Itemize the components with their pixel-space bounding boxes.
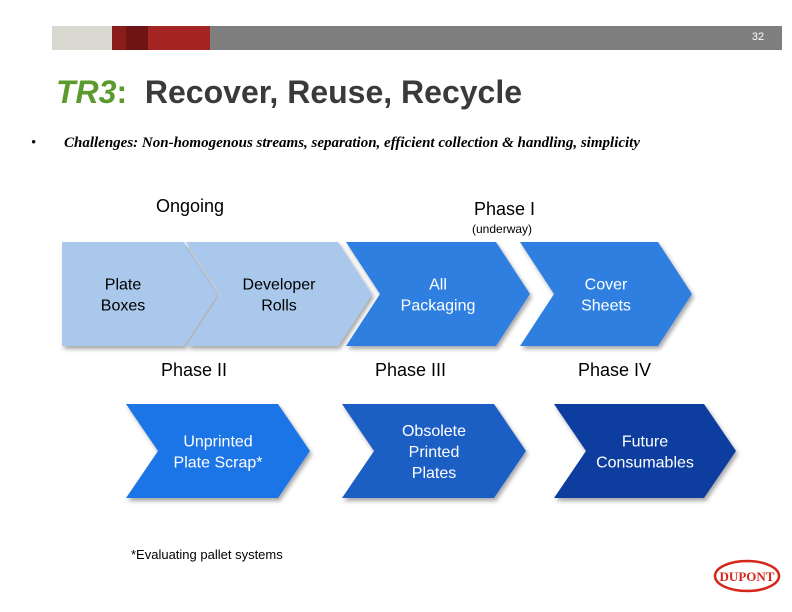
chevron-row1-3: [346, 242, 530, 346]
slide-title: TR3: Recover, Reuse, Recycle: [56, 74, 522, 111]
title-colon: :: [116, 74, 128, 110]
label-phase-3: Phase III: [375, 360, 447, 380]
label-phase-2: Phase II: [161, 360, 228, 380]
dupont-logo-text: DUPONT: [720, 569, 775, 584]
label-phase-1-note: (underway): [472, 222, 533, 236]
label-phase-4: Phase IV: [578, 360, 652, 380]
header-bar-light: [52, 26, 112, 50]
title-prefix: TR3: [56, 74, 117, 110]
header-bar-red-1: [112, 26, 126, 50]
chevron-row1-2: [186, 242, 372, 346]
label-ongoing: Ongoing: [156, 196, 225, 216]
dupont-logo: DUPONT: [713, 559, 781, 593]
chevron-row1-4: [520, 242, 692, 346]
bullet-glyph: •: [31, 135, 37, 151]
chevron-row2-3: [554, 404, 736, 498]
challenges-text: Challenges: Non-homogenous streams, sepa…: [64, 135, 641, 151]
chevron-row2-1: [126, 404, 310, 498]
title-main: Recover, Reuse, Recycle: [144, 74, 523, 110]
header-bar-red-3: [148, 26, 210, 50]
footnote: *Evaluating pallet systems: [131, 547, 283, 562]
header-bar-grey: [210, 26, 782, 50]
header-bar-red-2: [126, 26, 148, 50]
slide-number: 32: [751, 31, 765, 43]
chevron-row1-1: [62, 242, 218, 346]
label-phase-1: Phase I: [474, 199, 536, 219]
chevron-row2-2: [342, 404, 526, 498]
